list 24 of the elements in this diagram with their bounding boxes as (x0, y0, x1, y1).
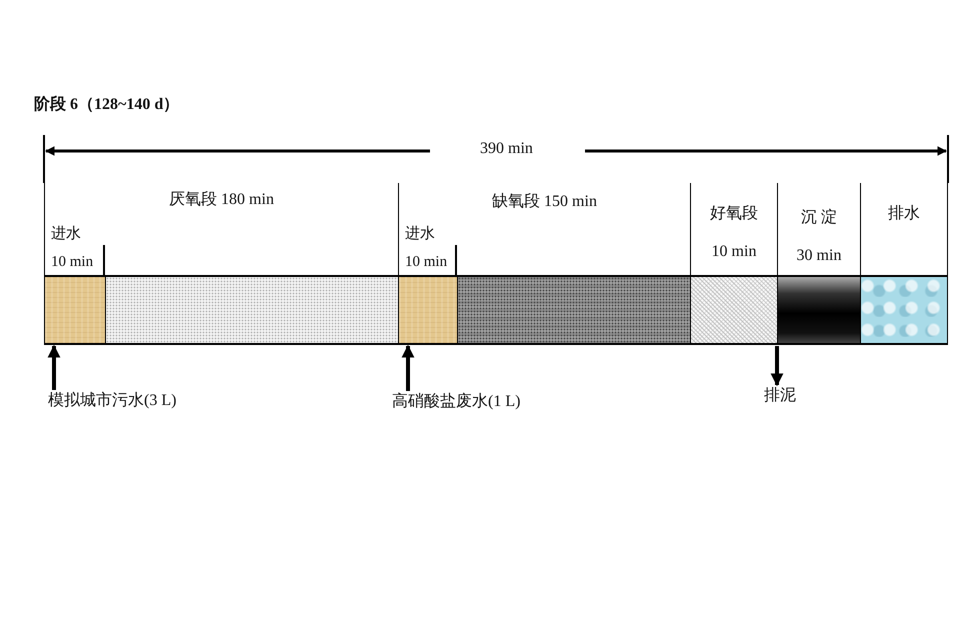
phase-label: 10 min (710, 243, 758, 261)
phase-region (860, 183, 948, 345)
phase-label: 进水 (51, 225, 81, 243)
phase-label: 10 min (51, 253, 94, 271)
phase-label: 30 min (796, 247, 842, 265)
phase-label: 排水 (887, 205, 921, 223)
flow-label: 高硝酸盐废水(1 L) (392, 393, 520, 411)
phase-label: 沉 淀 (800, 209, 838, 227)
phase-label: 厌氧段 180 min (168, 191, 275, 209)
phase-region (777, 183, 860, 345)
phase-region (690, 183, 777, 345)
flow-label: 排泥 (764, 387, 796, 405)
phase-region (398, 183, 690, 345)
phase-label: 10 min (405, 253, 448, 271)
flow-label: 模拟城市污水(3 L) (48, 392, 176, 410)
phase-label: 进水 (405, 225, 435, 243)
dimension-label: 390 min (480, 140, 533, 158)
phase-label: 缺氧段 150 min (491, 193, 598, 211)
phase-label: 好氧段 (709, 205, 759, 223)
arrow (48, 344, 60, 390)
diagram-title: 阶段 6（128~140 d） (34, 96, 180, 114)
arrow (402, 344, 414, 391)
phase-region (44, 183, 398, 345)
arrow (770, 346, 784, 386)
